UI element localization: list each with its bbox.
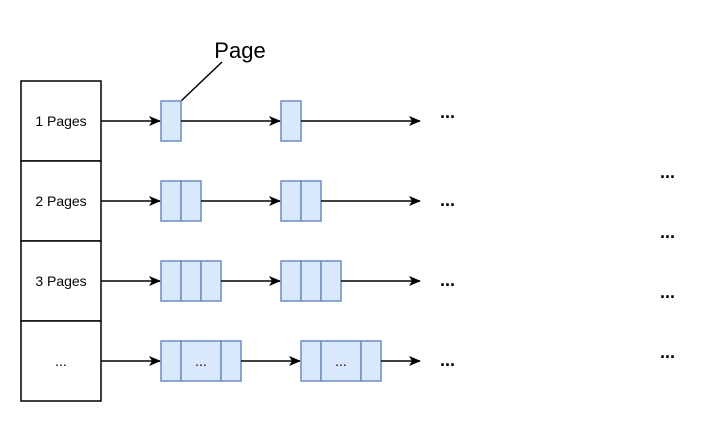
page-block (220, 340, 242, 382)
page-block (180, 180, 202, 222)
callout-label: Page (214, 38, 265, 63)
page-block (360, 340, 382, 382)
page-block (160, 180, 182, 222)
side-ellipsis-4: ... (660, 342, 675, 362)
row-4-block-1-inner-ellipsis: ... (195, 353, 207, 369)
page-block-middle (180, 340, 222, 382)
page-block (160, 340, 182, 382)
row-3: ... (101, 260, 455, 302)
side-ellipsis-2: ... (660, 222, 675, 242)
row-2: ... (101, 180, 455, 222)
side-ellipsis-1: ... (660, 162, 675, 182)
row-label-1-pages: 1 Pages (35, 113, 86, 129)
page-callout: Page (179, 38, 266, 103)
page-block (300, 180, 322, 222)
page-block (320, 260, 342, 302)
page-block (200, 260, 222, 302)
row-2-trailing-ellipsis: ... (440, 190, 455, 210)
page-block-middle (320, 340, 362, 382)
callout-line (179, 61, 223, 103)
row-1: ... (101, 100, 455, 142)
page-block (300, 340, 322, 382)
row-label-2-pages: 2 Pages (35, 193, 86, 209)
index-cell-1 (20, 80, 102, 162)
page-block (180, 260, 202, 302)
row-4: ... ... ... (101, 340, 455, 382)
page-block (280, 260, 302, 302)
row-label-more: ... (55, 353, 67, 369)
page-block (280, 100, 302, 142)
page-block (160, 260, 182, 302)
row-3-trailing-ellipsis: ... (440, 270, 455, 290)
page-block (280, 180, 302, 222)
row-4-trailing-ellipsis: ... (440, 350, 455, 370)
index-column: 1 Pages 2 Pages 3 Pages ... (20, 80, 102, 402)
index-cell-3 (20, 240, 102, 322)
side-ellipses: ... ... ... ... (660, 162, 675, 362)
page-block (160, 100, 182, 142)
row-label-3-pages: 3 Pages (35, 273, 86, 289)
index-cell-2 (20, 160, 102, 242)
page-block (300, 260, 322, 302)
side-ellipsis-3: ... (660, 282, 675, 302)
row-4-block-2-inner-ellipsis: ... (335, 353, 347, 369)
row-1-trailing-ellipsis: ... (440, 102, 455, 122)
